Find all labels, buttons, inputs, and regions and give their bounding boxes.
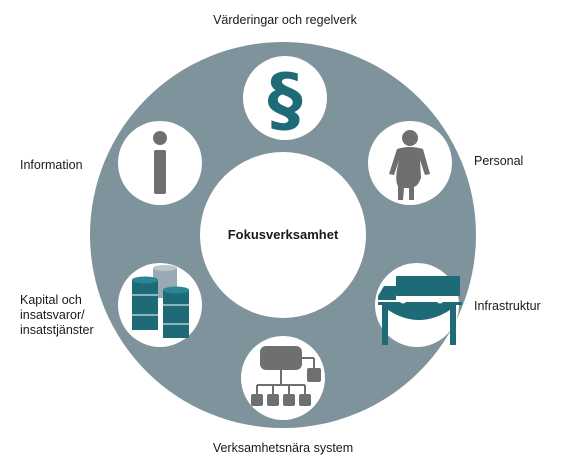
- center-label: Fokusverksamhet: [227, 227, 339, 242]
- node-verksamhetsnara: [241, 336, 325, 420]
- node-information: [118, 121, 202, 205]
- label-kapital: Kapital och insatsvaror/ insatstjänster: [20, 293, 94, 337]
- node-kapital: [118, 263, 202, 347]
- label-information: Information: [20, 158, 83, 172]
- info-icon: [153, 131, 167, 194]
- label-infrastruktur: Infrastruktur: [474, 299, 541, 313]
- node-personal: [368, 121, 452, 205]
- node-varderingar: §: [243, 56, 327, 141]
- label-varderingar: Värderingar och regelverk: [213, 13, 357, 27]
- label-personal: Personal: [474, 154, 524, 168]
- label-verksamhetsnara: Verksamhetsnära system: [212, 441, 354, 455]
- barrels-icon: [132, 265, 189, 338]
- system-hierarchy-icon: [251, 346, 321, 406]
- center-circle: [200, 152, 366, 318]
- truck-on-bridge-icon: [378, 276, 462, 345]
- paragraph-icon: §: [268, 59, 303, 141]
- person-icon: [389, 130, 430, 200]
- node-infrastruktur: [375, 263, 462, 347]
